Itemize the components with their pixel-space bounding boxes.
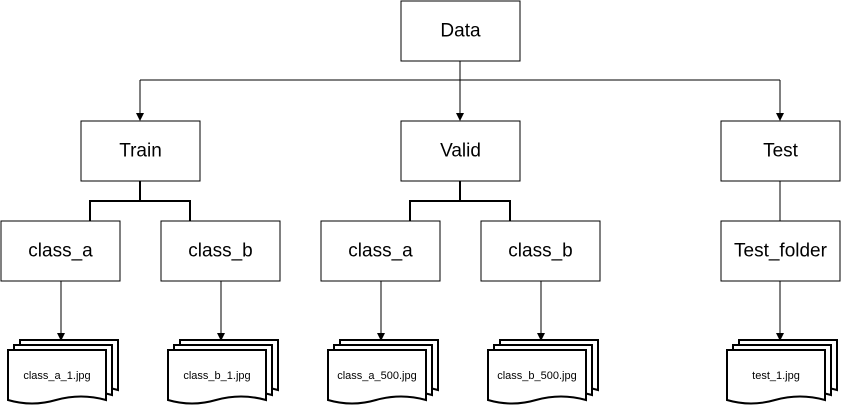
file-stack-front-page: [487, 349, 587, 405]
node-valid-class-b-label: class_b: [508, 241, 572, 262]
file-stack-front-page: [167, 349, 267, 405]
node-valid-class-a: class_a: [320, 220, 441, 282]
node-train: Train: [80, 120, 201, 182]
file-stack-test-folder: test_1.jpg: [726, 339, 838, 405]
file-stack-valid-class-b: class_b_500.jpg: [487, 339, 599, 405]
node-test: Test: [720, 120, 841, 182]
node-valid-class-b: class_b: [480, 220, 601, 282]
file-stack-train-class-b: class_b_1.jpg: [167, 339, 279, 405]
edges-files: [57, 281, 784, 341]
node-valid-class-a-label: class_a: [348, 241, 413, 262]
node-valid-label: Valid: [440, 141, 481, 162]
node-test-folder: Test_folder: [720, 220, 841, 282]
node-train-class-a-label: class_a: [28, 241, 93, 262]
file-name-label: class_b_1.jpg: [183, 370, 250, 382]
file-stack-front-page: [7, 349, 107, 405]
file-name-label: test_1.jpg: [752, 370, 800, 382]
node-data: Data: [400, 0, 521, 62]
edges-root: [136, 61, 784, 121]
edges-classes: [89, 181, 781, 221]
file-name-label: class_b_500.jpg: [497, 370, 577, 382]
node-valid: Valid: [400, 120, 521, 182]
file-name-label: class_a_500.jpg: [337, 370, 417, 382]
file-stack-train-class-a: class_a_1.jpg: [7, 339, 119, 405]
file-stack-valid-class-a: class_a_500.jpg: [327, 339, 439, 405]
node-test-folder-label: Test_folder: [734, 241, 828, 262]
edge-train-to-classes: [89, 181, 191, 221]
node-train-class-b: class_b: [160, 220, 281, 282]
node-train-class-b-label: class_b: [188, 241, 252, 262]
node-train-label: Train: [119, 141, 162, 162]
node-test-label: Test: [763, 141, 799, 162]
node-data-label: Data: [440, 21, 481, 42]
file-name-label: class_a_1.jpg: [23, 370, 90, 382]
edge-valid-to-classes: [409, 181, 511, 221]
node-train-class-a: class_a: [0, 220, 121, 282]
file-stack-front-page: [726, 349, 826, 405]
file-stack-front-page: [327, 349, 427, 405]
